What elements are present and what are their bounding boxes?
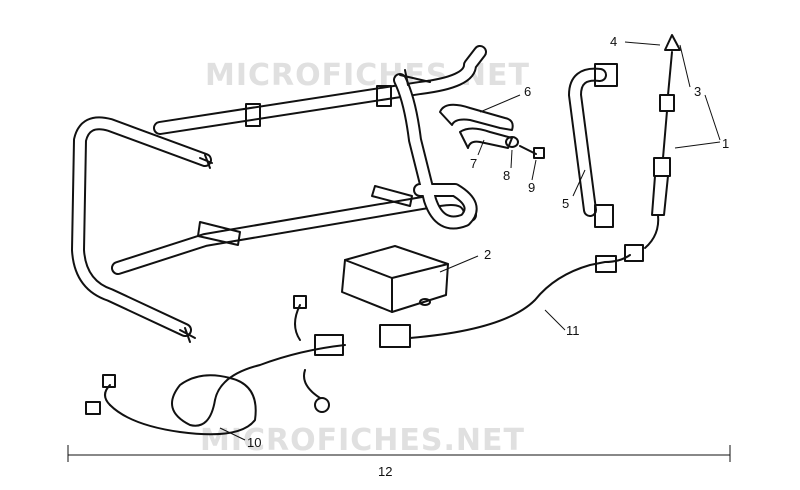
callout-8: 8 — [503, 168, 510, 183]
leader-lines — [67, 41, 731, 462]
antenna-part-1 — [624, 34, 681, 262]
protection-frame — [71, 45, 487, 343]
bracket-part-5 — [568, 63, 618, 228]
harness-part-10 — [85, 295, 346, 436]
bolt-part-9 — [519, 145, 545, 159]
callout-numbers: 1 2 3 4 5 6 7 8 9 10 11 12 — [247, 34, 729, 479]
callout-7: 7 — [470, 156, 477, 171]
callout-3: 3 — [694, 84, 701, 99]
callout-4: 4 — [610, 34, 617, 49]
cable-part-11 — [379, 254, 631, 348]
callout-2: 2 — [484, 247, 491, 262]
washer-part-8 — [505, 136, 519, 148]
callout-1: 1 — [722, 136, 729, 151]
callout-5: 5 — [562, 196, 569, 211]
callout-11: 11 — [566, 323, 580, 338]
callout-10: 10 — [247, 435, 261, 450]
callout-9: 9 — [528, 180, 535, 195]
callout-6: 6 — [524, 84, 531, 99]
watermark-top: MICROFICHES.NET — [205, 58, 530, 93]
clamp-part-6 — [439, 103, 514, 149]
watermark-bottom: MICROFICHES.NET — [200, 423, 525, 458]
control-box-part-2 — [341, 245, 449, 313]
callout-12: 12 — [378, 464, 392, 479]
